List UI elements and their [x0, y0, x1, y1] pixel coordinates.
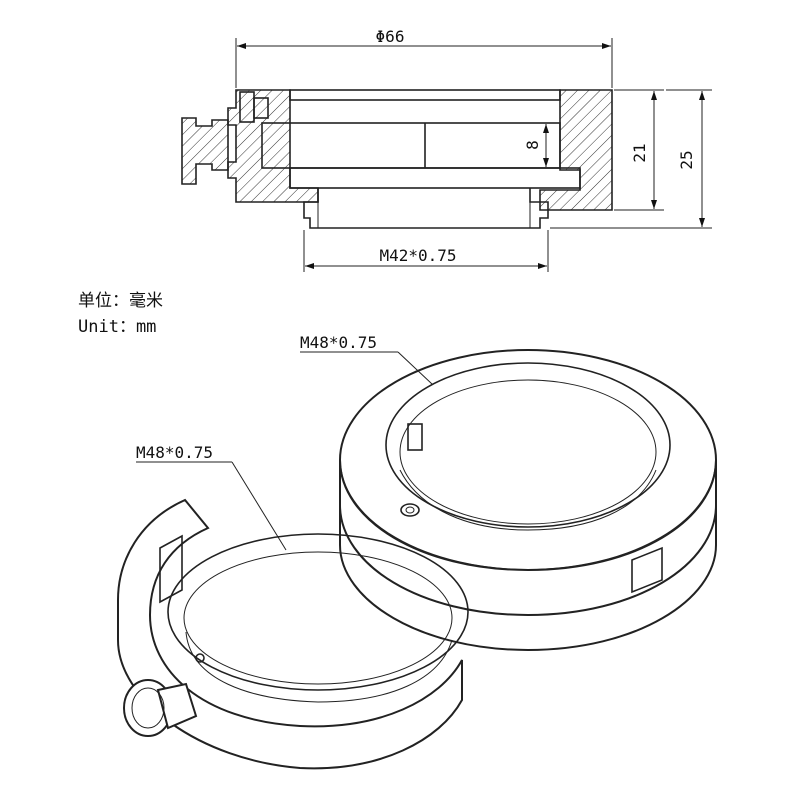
- ring-large-top-face: [339, 349, 717, 571]
- knob-stem-inner: [253, 97, 269, 119]
- callout-right-label: M48*0.75: [300, 333, 377, 352]
- inner-slot-ring: [261, 122, 561, 169]
- split-ring-knob: [123, 679, 198, 737]
- ring-large-slot-left: [407, 423, 423, 451]
- knob-neck: [156, 682, 198, 730]
- callout-left-label: M48*0.75: [136, 443, 213, 462]
- callout-right-leader: [397, 351, 433, 385]
- ring-large-thread-edge: [399, 379, 657, 525]
- isometric-ring-large: [339, 349, 717, 652]
- split-ring-thread-edge: [183, 551, 453, 685]
- bottom-thread-spigot: [303, 188, 549, 229]
- cross-section-view: Φ66 M42*0.75 21 25 8: [181, 27, 712, 272]
- top-lip: [289, 89, 561, 101]
- ring-large-inner-bore: [385, 362, 671, 528]
- unit-label-en: Unit：mm: [78, 317, 156, 337]
- lower-ring: [289, 167, 581, 189]
- split-ring-top-face: [167, 533, 469, 691]
- dim-outer-diameter: Φ66: [376, 27, 405, 46]
- ring-large-side: [339, 459, 717, 617]
- split-ring-outer-band: [117, 498, 463, 770]
- split-ring-slot: [159, 534, 183, 604]
- ring-large-inner-depth: [399, 469, 657, 531]
- knob-face: [131, 687, 165, 729]
- locking-knob: [181, 117, 229, 185]
- dim-body-height: 21: [630, 143, 649, 162]
- split-ring-inner-wall: [185, 631, 453, 703]
- dim-slot-width: 8: [523, 140, 542, 150]
- callout-left-leader: [231, 461, 287, 551]
- unit-label-cn: 单位：毫米: [78, 291, 163, 311]
- callout-left: M48*0.75: [136, 443, 287, 551]
- set-screw-hole: [400, 503, 420, 517]
- section-right-wall: [539, 89, 613, 211]
- ring-large-slot-right: [631, 546, 663, 594]
- callout-right: M48*0.75: [300, 333, 433, 385]
- split-ring-pin-hole: [195, 653, 205, 663]
- dim-inner-thread: M42*0.75: [379, 246, 456, 265]
- set-screw-hole-inner: [405, 506, 415, 514]
- section-left-wall: [227, 89, 319, 203]
- dim-total-height: 25: [677, 150, 696, 169]
- isometric-ring-split: [117, 498, 469, 770]
